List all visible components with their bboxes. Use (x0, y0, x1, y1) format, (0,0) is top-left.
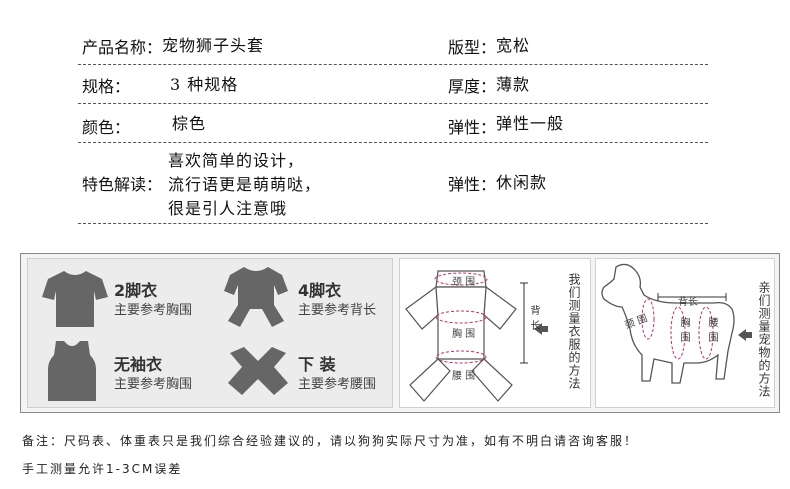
product-name-value: 宠物狮子头套 (162, 36, 265, 55)
thickness-value: 薄款 (496, 75, 531, 94)
dog-silhouette-icon (601, 263, 752, 384)
clothing-measure-diagram: 颈 围 胸 围 腰 围 背 长 我们测量衣服的方法 (399, 258, 591, 408)
measurement-panel: 2脚衣 主要参考胸围 4脚衣 主要参考背长 无袖衣 主要参考胸围 下 装 主要参… (20, 253, 780, 413)
clothing-back-label: 背 长 (528, 305, 539, 332)
dog-back-label: 背长 (678, 297, 698, 308)
spec-label: 规格： (82, 77, 131, 96)
clothing-neck-label: 颈 围 (452, 277, 476, 288)
garment-sub-4leg: 主要参考背长 (298, 303, 377, 318)
garment-title-2leg: 2脚衣 (114, 281, 158, 300)
garment-types: 2脚衣 主要参考胸围 4脚衣 主要参考背长 无袖衣 主要参考胸围 下 装 主要参… (27, 258, 393, 408)
dog-chest-label: 胸 围 (678, 317, 689, 344)
pet-measure-diagram: 背长 颈 围 胸 围 腰 围 亲们测量宠物的方法 (595, 258, 775, 408)
style-label: 弹性： (448, 175, 497, 194)
four-leg-suit-icon (224, 267, 288, 327)
pants-icon (228, 347, 288, 395)
product-name-label: 产品名称： (82, 38, 163, 57)
feature-line-3: 很是引人注意哦 (168, 199, 288, 218)
spec-row-size: 规格： 3 种规格 厚度： 薄款 (78, 65, 708, 104)
feature-label: 特色解读： (82, 175, 163, 194)
elasticity-value: 弹性一般 (496, 114, 565, 133)
elasticity-label: 弹性： (448, 118, 497, 137)
feature-line-2: 流行语更是萌萌哒， (168, 175, 322, 194)
garment-title-4leg: 4脚衣 (298, 281, 342, 300)
clothing-chest-label: 胸 围 (452, 329, 476, 340)
garment-sub-pants: 主要参考腰围 (298, 377, 377, 392)
fit-label: 版型： (448, 38, 497, 57)
feature-line-1: 喜欢简单的设计， (168, 151, 305, 170)
garment-outline-icon (405, 270, 548, 402)
spec-row-name: 产品名称： 宠物狮子头套 版型： 宽松 (78, 30, 708, 65)
tshirt-icon (42, 271, 108, 327)
spec-table: 产品名称： 宠物狮子头套 版型： 宽松 规格： 3 种规格 厚度： 薄款 颜色：… (78, 30, 708, 224)
color-label: 颜色： (82, 118, 131, 137)
spec-row-color: 颜色： 棕色 弹性： 弹性一般 (78, 104, 708, 143)
vest-icon (48, 341, 96, 401)
spec-value: 3 种规格 (170, 75, 239, 94)
pet-measure-caption: 亲们测量宠物的方法 (757, 281, 771, 398)
garment-sub-2leg: 主要参考胸围 (114, 303, 193, 318)
clothing-measure-caption: 我们测量衣服的方法 (567, 273, 581, 390)
garment-title-pants: 下 装 (298, 355, 336, 374)
color-value: 棕色 (172, 114, 207, 133)
fit-value: 宽松 (496, 36, 531, 55)
dog-waist-label: 腰 围 (706, 317, 717, 344)
garment-title-vest: 无袖衣 (114, 355, 163, 374)
spec-row-feature: 特色解读： 喜欢简单的设计， 流行语更是萌萌哒， 很是引人注意哦 弹性： 休闲款 (78, 143, 708, 224)
thickness-label: 厚度： (448, 77, 497, 96)
garment-sub-vest: 主要参考胸围 (114, 377, 193, 392)
note-measure-error: 手工测量允许1-3CM误差 (22, 462, 183, 476)
clothing-waist-label: 腰 围 (452, 371, 476, 382)
note-size-advice: 备注：尺码表、体重表只是我们综合经验建议的，请以狗狗实际尺寸为准，如有不明白请咨… (22, 434, 639, 448)
style-value: 休闲款 (496, 173, 548, 192)
